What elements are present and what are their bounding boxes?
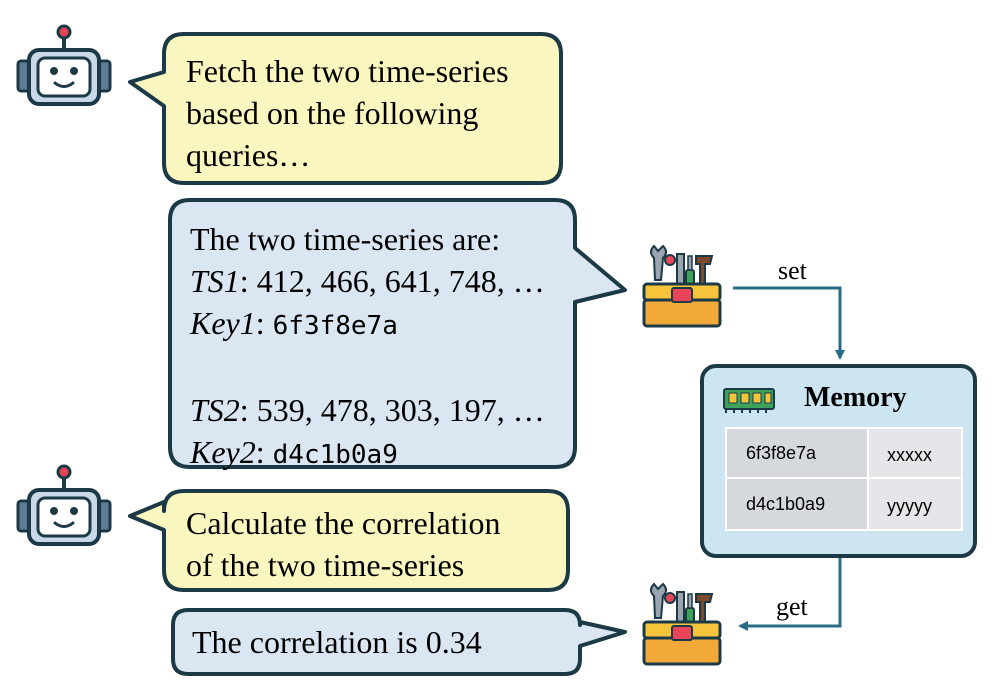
message-line: based on the following — [186, 95, 479, 131]
key1-line: Key1: 6f3f8e7a — [190, 302, 545, 347]
memory-title: Memory — [804, 382, 907, 413]
memory-key-cell: 6f3f8e7a — [746, 443, 817, 463]
robot-agent-icon — [16, 24, 112, 106]
key2-label: Key2 — [190, 434, 256, 470]
agent-message-bubble — [128, 32, 563, 185]
agent-message-2: Calculate the correlation of the two tim… — [186, 502, 501, 586]
key1-value: 6f3f8e7a — [272, 311, 398, 341]
set-arrow — [733, 286, 845, 360]
message-line: of the two time-series — [186, 547, 465, 583]
memory-table — [725, 427, 963, 531]
toolbox-icon — [642, 582, 722, 666]
ts1-values: : 412, 466, 641, 748, … — [239, 263, 545, 299]
agent-message-1: Fetch the two time-series based on the f… — [186, 50, 509, 176]
tool-result-text: The correlation is 0.34 — [192, 624, 482, 660]
key2-line: Key2: d4c1b0a9 — [190, 431, 545, 476]
message-line: Fetch the two time-series — [186, 53, 509, 89]
set-label: set — [778, 256, 807, 285]
message-line: queries… — [186, 137, 311, 173]
tool-message: The two time-series are: TS1: 412, 466, … — [190, 218, 545, 476]
spacer — [190, 347, 545, 389]
get-label: get — [776, 592, 808, 621]
robot-agent-icon — [16, 464, 112, 546]
key2-separator: : — [255, 434, 273, 470]
tool-result-bubble — [171, 608, 627, 676]
get-arrow — [738, 556, 842, 631]
memory-value-cell: yyyyy — [887, 496, 932, 516]
key1-label: Key1 — [190, 305, 256, 341]
memory-value-cell: xxxxx — [887, 445, 932, 465]
memory-chip-icon — [723, 388, 775, 413]
agent-message-bubble — [128, 489, 570, 592]
key1-separator: : — [255, 305, 273, 341]
ts2-values: : 539, 478, 303, 197, … — [239, 392, 545, 428]
key2-value: d4c1b0a9 — [272, 440, 398, 470]
ts1-line: TS1: 412, 466, 641, 748, … — [190, 260, 545, 302]
toolbox-icon — [642, 244, 722, 328]
message-line: Calculate the correlation — [186, 505, 501, 541]
message-line: The two time-series are: — [190, 221, 501, 257]
ts1-label: TS1 — [190, 263, 240, 299]
tool-response-bubble — [168, 198, 627, 469]
ts2-label: TS2 — [190, 392, 240, 428]
memory-key-cell: d4c1b0a9 — [746, 494, 826, 514]
ts2-line: TS2: 539, 478, 303, 197, … — [190, 389, 545, 431]
